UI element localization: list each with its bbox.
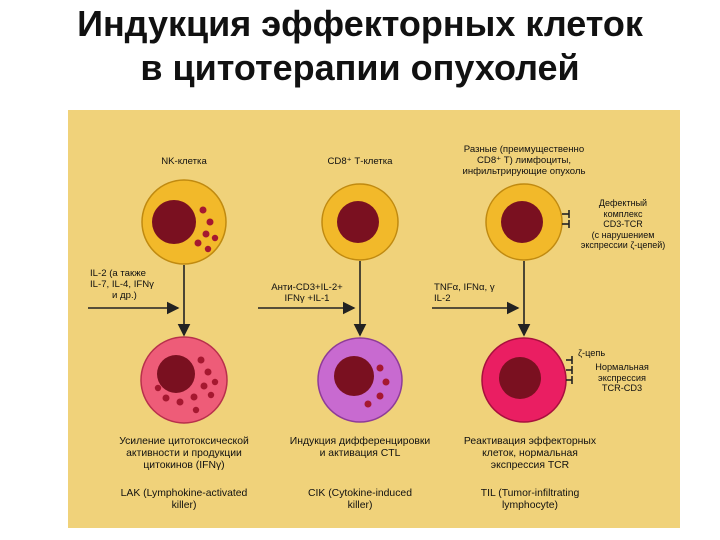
- diagram-panel: NK-клетка CD8⁺ Т-клетка Разные (преимуще…: [68, 110, 680, 528]
- defect-note-line-1: Дефектный: [598, 198, 648, 208]
- cik-nucleus: [334, 356, 374, 396]
- result-cik-line-2: и активация CTL: [319, 448, 401, 459]
- stimulus-til-line-2: IL-2: [434, 293, 451, 304]
- result-lak-line-2: активности и продукции: [126, 448, 242, 459]
- defective-receptors: [562, 210, 570, 228]
- cd8-cell: [321, 183, 399, 261]
- header-nk-line: NK-клетка: [161, 156, 207, 167]
- nk-cell: [141, 179, 227, 265]
- result-til-line-3: экспрессия TCR: [490, 460, 570, 471]
- defect-note-line-4: (с нарушением: [591, 229, 655, 240]
- result-lak-line-3: цитокинов (IFNγ): [143, 460, 225, 471]
- header-til-line-1: Разные (преимущественно: [463, 144, 585, 155]
- stimulus-til-line-1: TNFα, IFNα, γ: [434, 282, 495, 293]
- til-resting-cell: [485, 183, 570, 261]
- name-til-line-1: TIL (Tumor-infiltrating: [480, 488, 580, 499]
- nk-nucleus: [152, 200, 196, 244]
- header-til: Разные (преимущественно CD8⁺ T) лимфоцит…: [446, 144, 602, 177]
- name-cik: CIK (Cytokine-induced killer): [274, 488, 446, 512]
- result-cik-line-1: Индукция дифференцировки: [289, 436, 431, 447]
- header-til-line-2: CD8⁺ T) лимфоциты,: [476, 155, 572, 166]
- normal-note-line-3: TCR-CD3: [601, 383, 643, 393]
- name-cik-line-1: CIK (Cytokine-induced: [308, 488, 412, 499]
- name-lak: LAK (Lymphokine-activated killer): [102, 488, 266, 512]
- defect-note-line-2: комплекс: [603, 208, 643, 219]
- title-line-1: Индукция эффекторных клеток: [77, 3, 643, 44]
- til-active-cell: [481, 337, 573, 423]
- stimulus-cik-line-2: IFNγ +IL-1: [284, 293, 330, 304]
- zeta-note: ζ-цепь: [578, 348, 606, 358]
- title-line-2: в цитотерапии опухолей: [140, 47, 580, 88]
- stimulus-til: TNFα, IFNα, γ IL-2: [434, 282, 524, 304]
- diagram-canvas: [88, 179, 573, 424]
- defect-note-line-3: CD3-TCR: [603, 219, 643, 229]
- header-cd8: CD8⁺ Т-клетка: [300, 156, 420, 167]
- result-cik: Индукция дифференцировки и активация CTL: [274, 436, 446, 460]
- name-til: TIL (Tumor-infiltrating lymphocyte): [448, 488, 612, 512]
- name-cik-line-2: killer): [347, 500, 373, 511]
- normal-note: Нормальная экспрессия TCR-CD3: [574, 362, 670, 394]
- nk-granules: [194, 206, 219, 253]
- stimulus-cik: Анти-CD3+IL-2+ IFNγ +IL-1: [258, 282, 356, 304]
- lak-granules: [154, 356, 219, 414]
- cik-cell: [317, 337, 403, 423]
- header-til-line-3: инфильтрирующие опухоль: [462, 166, 586, 177]
- cik-granules: [364, 364, 390, 408]
- header-nk: NK-клетка: [134, 156, 234, 167]
- stimulus-cik-line-1: Анти-CD3+IL-2+: [271, 282, 343, 293]
- result-lak: Усиление цитотоксической активности и пр…: [102, 436, 266, 472]
- name-lak-line-1: LAK (Lymphokine-activated: [120, 488, 248, 499]
- page-title: Индукция эффекторных клеток в цитотерапи…: [0, 2, 720, 90]
- stimulus-lak-line-2: IL-7, IL-4, IFNγ: [90, 279, 154, 290]
- result-til-line-2: клеток, нормальная: [482, 448, 578, 459]
- til-active-nucleus: [499, 357, 541, 399]
- header-cd8-line: CD8⁺ Т-клетка: [327, 156, 393, 167]
- normal-note-line-1: Нормальная: [595, 362, 649, 372]
- lak-nucleus: [157, 355, 195, 393]
- result-til-line-1: Реактивация эффекторных: [463, 436, 597, 447]
- normal-note-line-2: экспрессия: [598, 372, 646, 383]
- cd8-nucleus: [337, 201, 379, 243]
- stimulus-lak: IL-2 (а также IL-7, IL-4, IFNγ и др.): [90, 268, 180, 301]
- result-til: Реактивация эффекторных клеток, нормальн…: [448, 436, 612, 472]
- stimulus-lak-line-3: и др.): [112, 290, 137, 301]
- lak-cell: [140, 336, 228, 424]
- til-resting-nucleus: [501, 201, 543, 243]
- defect-note: Дефектный комплекс CD3-TCR (с нарушением…: [573, 198, 673, 251]
- name-til-line-2: lymphocyte): [501, 500, 558, 511]
- stimulus-lak-line-1: IL-2 (а также: [90, 268, 146, 279]
- result-lak-line-1: Усиление цитотоксической: [119, 436, 249, 447]
- defect-note-line-5: экспрессии ζ-цепей): [580, 240, 666, 250]
- name-lak-line-2: killer): [171, 500, 197, 511]
- normal-receptors: [566, 356, 573, 384]
